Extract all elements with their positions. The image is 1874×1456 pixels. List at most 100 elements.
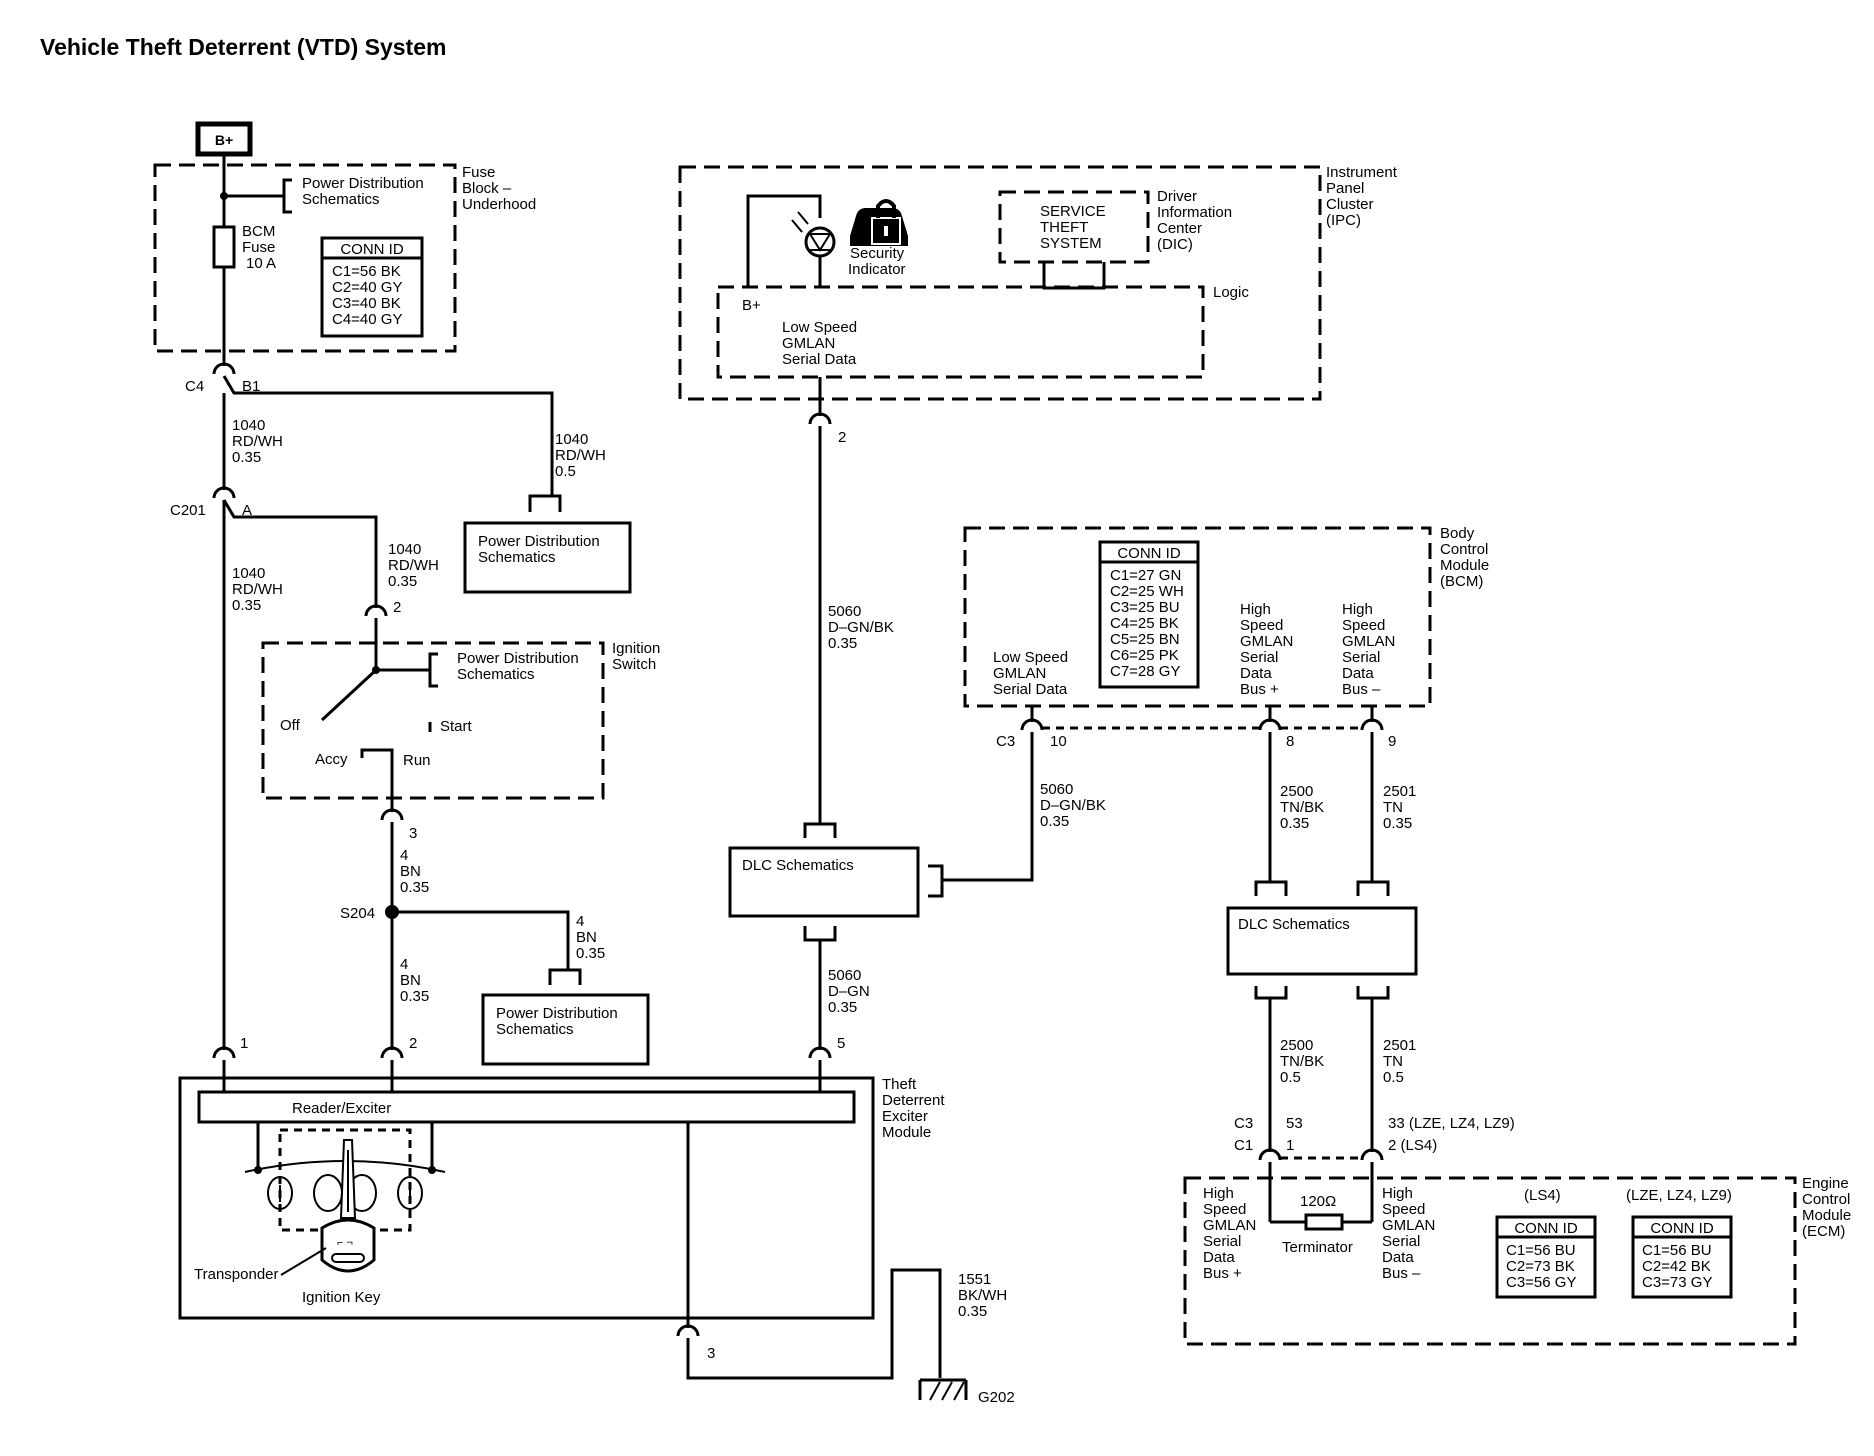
ign-name-1: Ignition [612, 640, 660, 657]
wire-label: 0.35 [388, 573, 417, 590]
bcm-hs-minus: Speed [1342, 617, 1385, 634]
bcm-name: (BCM) [1440, 573, 1483, 590]
ipc-data-label: Low Speed [782, 319, 857, 336]
ign-power-dist-2: Schematics [457, 666, 535, 683]
bcm-hs-plus: Bus + [1240, 681, 1279, 698]
engine-control-module: Engine Control Module (ECM) 120Ω Termina… [1183, 1162, 1851, 1346]
ecm-conn-row: C2=73 BK [1506, 1258, 1575, 1275]
fuse-conn-row: C2=40 GY [332, 279, 402, 296]
ecm-hs-minus: Serial [1382, 1233, 1420, 1250]
tdem-name: Module [882, 1124, 931, 1141]
bcm-hs-minus: High [1342, 601, 1373, 618]
wire-label: 0.35 [576, 945, 605, 962]
ecm-conn-row: C1=56 BU [1506, 1242, 1576, 1259]
wire-label: RD/WH [232, 581, 283, 598]
ecm-hs-plus: Speed [1203, 1201, 1246, 1218]
wire-label: 2500 [1280, 1037, 1313, 1054]
tdem-name: Deterrent [882, 1092, 945, 1109]
wire-label: 5060 [828, 603, 861, 620]
ignition-key-label: Ignition Key [302, 1289, 381, 1306]
ign-pos-off: Off [280, 717, 301, 734]
bcm-hs-minus: Bus – [1342, 681, 1381, 698]
wire-label: 0.35 [1383, 815, 1412, 832]
wire-label: 5060 [828, 967, 861, 984]
bcm-pin: 9 [1388, 733, 1396, 750]
tdem-pin: 1 [240, 1035, 248, 1052]
bcm-conn-row: C2=25 WH [1110, 583, 1184, 600]
dic-name: Driver [1157, 188, 1197, 205]
ecm-name: Module [1802, 1207, 1851, 1224]
ecm-hs-plus: GMLAN [1203, 1217, 1256, 1234]
wire-label: D–GN/BK [1040, 797, 1106, 814]
bcm-name: Body [1440, 525, 1475, 542]
ecm-pin-53: 53 [1286, 1115, 1303, 1132]
wire-label: 1040 [232, 565, 265, 582]
bcm-conn-row: C5=25 BN [1110, 631, 1180, 648]
box-label: DLC Schematics [1238, 916, 1350, 933]
ground-label: G202 [978, 1389, 1015, 1406]
battery-b-plus: B+ [195, 121, 253, 157]
fuse-label-3: 10 A [246, 255, 276, 272]
ecm-pin-1: 1 [1286, 1137, 1294, 1154]
ipc-name: Instrument [1326, 164, 1398, 181]
bcm-conn-row: C3=25 BU [1110, 599, 1180, 616]
bcm-hs-minus: GMLAN [1342, 633, 1395, 650]
wire-label: 0.35 [1040, 813, 1069, 830]
ecm-conn-row: C2=42 BK [1642, 1258, 1711, 1275]
ecm-hs-plus: Data [1203, 1249, 1235, 1266]
tdem-name: Theft [882, 1076, 917, 1093]
ecm-hs-plus: Serial [1203, 1233, 1241, 1250]
ecm-conn-header: CONN ID [1650, 1220, 1714, 1237]
security-indicator-label: Security [850, 245, 905, 262]
ecm-pin-2: 2 (LS4) [1388, 1137, 1437, 1154]
instrument-panel-cluster: Instrument Panel Cluster (IPC) Security … [678, 164, 1398, 416]
wire-label: TN [1383, 799, 1403, 816]
ecm-hs-minus: Speed [1382, 1201, 1425, 1218]
reader-exciter-label: Reader/Exciter [292, 1100, 391, 1117]
wire-label: 4 [400, 847, 408, 864]
conn-c201-pin: A [242, 502, 252, 519]
box-label: DLC Schematics [742, 857, 854, 874]
wire-label: 4 [576, 913, 584, 930]
box-label: Power Distribution [478, 533, 600, 550]
wire-label: RD/WH [555, 447, 606, 464]
wire-label: 0.5 [1383, 1069, 1404, 1086]
wire-label: 0.35 [232, 449, 261, 466]
ipc-data-label: Serial Data [782, 351, 857, 368]
wire-label: 1551 [958, 1271, 991, 1288]
wire-label: 2500 [1280, 783, 1313, 800]
dic-text: THEFT [1040, 219, 1088, 236]
bcm-hs-minus: Serial [1342, 649, 1380, 666]
bcm-hs-plus: GMLAN [1240, 633, 1293, 650]
svg-text:⌐ ¬: ⌐ ¬ [337, 1237, 353, 1249]
body-control-module: Body Control Module (BCM) CONN ID C1=27 … [963, 525, 1489, 722]
wire-label: TN/BK [1280, 1053, 1324, 1070]
bcm-conn-id-table [1098, 540, 1200, 689]
conn-c201-id: C201 [170, 502, 206, 519]
wire-label: 2501 [1383, 783, 1416, 800]
fuse-block-name-1: Fuse [462, 164, 495, 181]
dlc-schematics-box-2: DLC Schematics [1226, 906, 1418, 976]
bcm-hs-plus: Speed [1240, 617, 1283, 634]
ipc-bplus-label: B+ [742, 297, 761, 314]
ign-pin-out: 3 [409, 825, 417, 842]
wire-label: 2501 [1383, 1037, 1416, 1054]
fuse-block-name-3: Underhood [462, 196, 536, 213]
ecm-hs-plus: High [1203, 1185, 1234, 1202]
ground-g202-icon [918, 1378, 968, 1401]
page-title: Vehicle Theft Deterrent (VTD) System [40, 34, 446, 60]
ign-name-2: Switch [612, 656, 656, 673]
box-label: Schematics [496, 1021, 574, 1038]
ipc-data-label: GMLAN [782, 335, 835, 352]
ecm-conn-row: C3=73 GY [1642, 1274, 1712, 1291]
terminator-resistor [1304, 1213, 1344, 1231]
ipc-name: Cluster [1326, 196, 1374, 213]
ecm-conn-c3: C3 [1234, 1115, 1253, 1132]
bcm-fuse-symbol [212, 225, 236, 269]
transponder-label: Transponder [194, 1266, 279, 1283]
ignition-key-icon: ⌐ ¬ [320, 1139, 376, 1273]
wire-label: BK/WH [958, 1287, 1007, 1304]
bcm-hs-plus: Serial [1240, 649, 1278, 666]
ecm-lze-label: (LZE, LZ4, LZ9) [1626, 1187, 1732, 1204]
wire-label: D–GN [828, 983, 870, 1000]
